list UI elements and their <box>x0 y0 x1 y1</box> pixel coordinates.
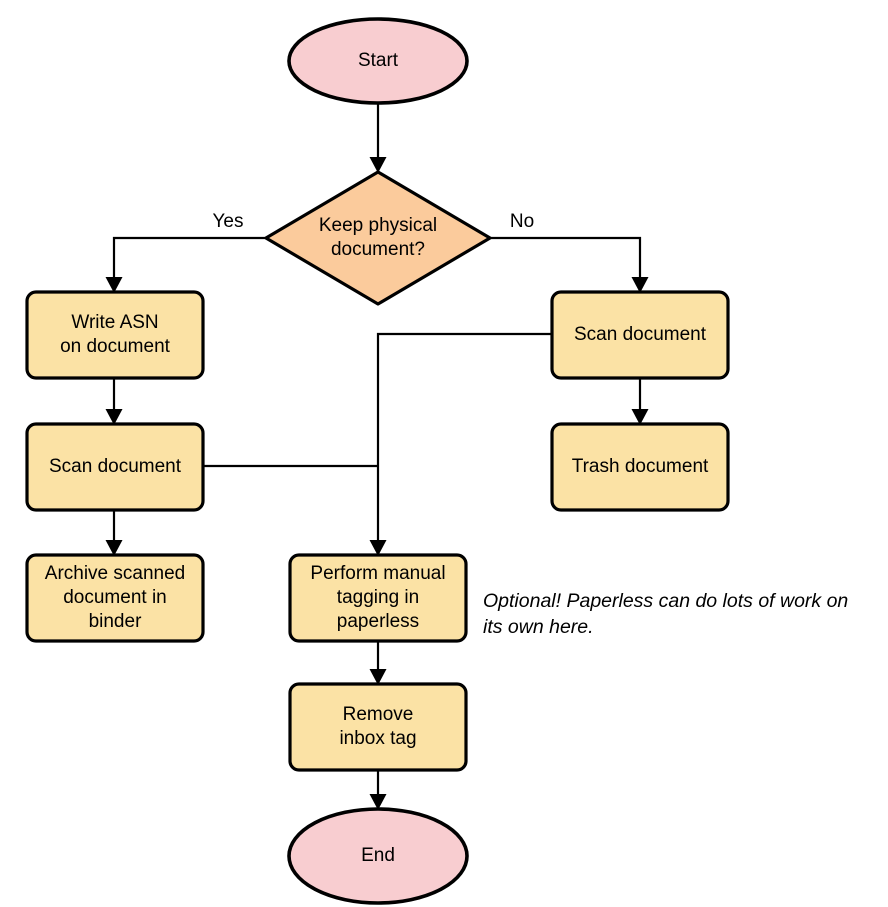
edge-decision-yes: Yes <box>105 211 266 293</box>
node-label: paperless <box>337 611 419 632</box>
edge-scan-left-to-archive <box>105 510 123 556</box>
edge-label-yes: Yes <box>213 211 244 232</box>
node-label: Remove <box>343 704 414 725</box>
connector-arrowhead <box>369 540 387 556</box>
node-label: Scan document <box>49 456 182 477</box>
edge-write-asn-to-scan-left <box>105 378 123 425</box>
annotation-optional: Optional! Paperless can do lots of work … <box>483 590 848 638</box>
connector-arrowhead <box>631 409 649 425</box>
edge-start-to-decision <box>369 103 387 173</box>
node-label: inbox tag <box>339 728 416 749</box>
node-label: on document <box>60 336 171 357</box>
node-write-asn[interactable]: Write ASN on document <box>25 290 205 380</box>
node-label: Perform manual <box>310 563 445 584</box>
process-shape[interactable] <box>25 290 205 380</box>
node-label: document? <box>331 239 425 260</box>
node-end[interactable]: End <box>287 807 469 905</box>
edge-label-no: No <box>510 211 534 232</box>
connector-line <box>376 332 552 555</box>
terminator-shape[interactable] <box>287 807 469 905</box>
process-shape[interactable] <box>25 553 205 643</box>
annotation-line: its own here. <box>483 616 594 638</box>
node-scan-document-left[interactable]: Scan document <box>25 422 205 512</box>
connector-arrowhead <box>105 540 123 556</box>
node-label: Write ASN <box>71 312 158 333</box>
node-decision-keep-physical[interactable]: Keep physical document? <box>264 170 492 306</box>
connector-arrowhead <box>369 794 387 810</box>
node-label: Archive scanned <box>45 563 185 584</box>
node-label: binder <box>89 611 142 632</box>
process-shape[interactable] <box>25 422 205 512</box>
connector-line <box>112 236 266 292</box>
connector-arrowhead <box>105 277 123 293</box>
edge-remove-inbox-to-end <box>369 770 387 810</box>
node-archive-in-binder[interactable]: Archive scanned document in binder <box>25 553 205 643</box>
node-manual-tagging[interactable]: Perform manual tagging in paperless <box>288 553 468 643</box>
annotation-line: Optional! Paperless can do lots of work … <box>483 590 848 612</box>
node-label: Scan document <box>574 324 707 345</box>
edge-decision-no: No <box>489 211 649 293</box>
node-start[interactable]: Start <box>287 17 469 105</box>
connector-line <box>489 236 642 292</box>
connector-arrowhead <box>631 277 649 293</box>
node-label: document in <box>63 587 167 608</box>
edge-scan-right-to-trash <box>631 378 649 425</box>
process-shape[interactable] <box>550 290 730 380</box>
edge-scan-right-to-tagging <box>369 332 552 556</box>
process-shape[interactable] <box>550 422 730 512</box>
connector-arrowhead <box>369 669 387 685</box>
node-label: Start <box>358 50 399 71</box>
node-label: End <box>361 845 395 866</box>
node-scan-document-right[interactable]: Scan document <box>550 290 730 380</box>
process-shape[interactable] <box>288 553 468 643</box>
connector-arrowhead <box>369 157 387 173</box>
node-label: Trash document <box>572 456 709 477</box>
node-remove-inbox-tag[interactable]: Remove inbox tag <box>288 682 468 772</box>
process-shape[interactable] <box>288 682 468 772</box>
terminator-shape[interactable] <box>287 17 469 105</box>
node-trash-document[interactable]: Trash document <box>550 422 730 512</box>
annotations-layer: Optional! Paperless can do lots of work … <box>483 590 848 638</box>
decision-shape[interactable] <box>264 170 492 306</box>
connector-arrowhead <box>105 409 123 425</box>
node-label: tagging in <box>337 587 419 608</box>
edges-layer: Yes No <box>105 103 649 810</box>
edge-tagging-to-remove-inbox <box>369 641 387 685</box>
node-label: Keep physical <box>319 215 437 236</box>
